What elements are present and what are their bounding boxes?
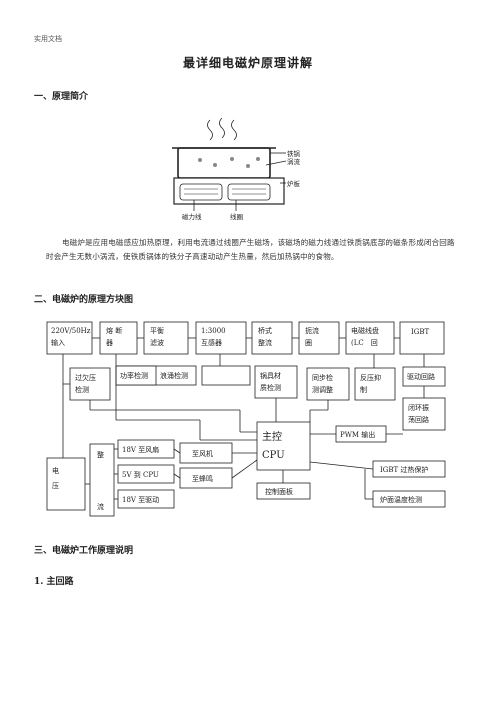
buzzer-label: 至蜂鸣 [192,474,213,483]
rect-top: 整 [97,450,104,459]
cpu-box [256,421,311,471]
v-drive-label: 18V 至驱动 [122,495,159,504]
label-plate: 炉板 [287,179,301,188]
steam-icon [219,117,225,139]
backemf-line2: 制 [360,385,367,394]
steam-icon [231,119,237,141]
filter-box [143,321,189,355]
drive-label: 驱动回路 [407,372,435,381]
osc-box [402,397,446,431]
osc-line2: 荡回路 [408,415,429,424]
surge-detect-label: 浪涌检测 [160,371,188,380]
fan-label: 至风机 [192,449,213,458]
plate-temp-label: 炉面温度检测 [380,495,422,504]
fuse-line2: 器 [106,339,113,347]
choke-line1: 扼流 [305,326,319,335]
bridge-line2: 整流 [258,338,272,347]
section-heading-2: 二、电磁炉的原理方块图 [34,295,134,305]
coil-line1: 电磁线盘 [351,326,379,335]
section-heading-1: 一、原理简介 [34,92,89,102]
backemf-box [354,367,396,401]
label-coil: 线圈 [230,212,243,221]
input-box [46,321,93,355]
power-detect-label: 功率检测 [120,371,148,380]
section-heading-3: 三、电磁炉工作原理说明 [34,546,134,556]
steam-icon [207,119,213,141]
pot-detect-line1: 锅具材 [260,371,281,380]
v-cpu-label: 5V 到 CPU [122,471,159,479]
cpu-line2: CPU [262,450,285,461]
label-eddy: 涡流 [287,157,301,166]
ovp-box [69,367,111,401]
bridge-box [251,321,293,355]
osc-line1: 闭环振 [408,403,429,412]
sync-line2: 测调整 [312,385,333,394]
choke-box [298,321,340,355]
pot-detect-line2: 质检测 [260,383,281,392]
bridge-line1: 桥式 [258,326,272,335]
document-title: 最详细电磁炉原理讲解 [182,56,313,70]
rect-bot: 流 [97,502,104,511]
fuse-box [99,321,138,355]
backemf-line1: 反压抑 [360,373,381,382]
intro-paragraph: 电磁炉是应用电磁感应加热原理，利用电流通过线圈产生磁场，该磁场的磁力线通过铁质锅… [46,238,455,261]
ct-line1: 1:3000 [201,327,226,335]
induction-illustration: 铁锅 涡流 炉板 磁力线 线圈 [172,117,301,221]
input-line2: 输入 [51,338,65,347]
input-line1: 220V/50Hz [51,327,91,335]
sync-box [306,367,350,401]
voltage-box [46,457,86,511]
choke-line2: 圈 [305,339,312,347]
ct-box [195,321,247,355]
sync-line1: 同步检 [312,373,333,382]
pot-detect-box [254,365,298,399]
volt-line2: 压 [52,482,59,490]
v-fan-label: 18V 至风扇 [122,445,159,454]
ovp-line2: 检测 [75,385,89,394]
ct-line2: 互感器 [201,338,222,347]
surge-detect-box [201,365,251,386]
page-header: 实用文档 [34,35,62,43]
filter-line2: 滤波 [150,338,164,347]
pwm-label: PWM 输出 [340,430,375,439]
fuse-line1: 熔 断 [106,326,122,335]
ovp-line1: 过欠压 [75,373,96,382]
cpu-line1: 主控 [262,430,282,443]
igbt-box [399,321,445,355]
rectifier-box [89,443,115,517]
panel-label: 控制面板 [265,487,293,496]
filter-line1: 平衡 [150,326,164,335]
volt-line1: 电 [52,466,59,475]
panel-box [256,482,311,500]
coil-line2: (LC 回 [351,339,378,347]
label-pot: 铁锅 [287,149,301,158]
coil-box [345,321,395,355]
igbt-label: IGBT [411,328,430,336]
igbt-protect-label: IGBT 过热保护 [380,465,428,474]
label-flux: 磁力线 [182,212,202,221]
subsection-heading-1: 1. 主回路 [34,577,74,587]
